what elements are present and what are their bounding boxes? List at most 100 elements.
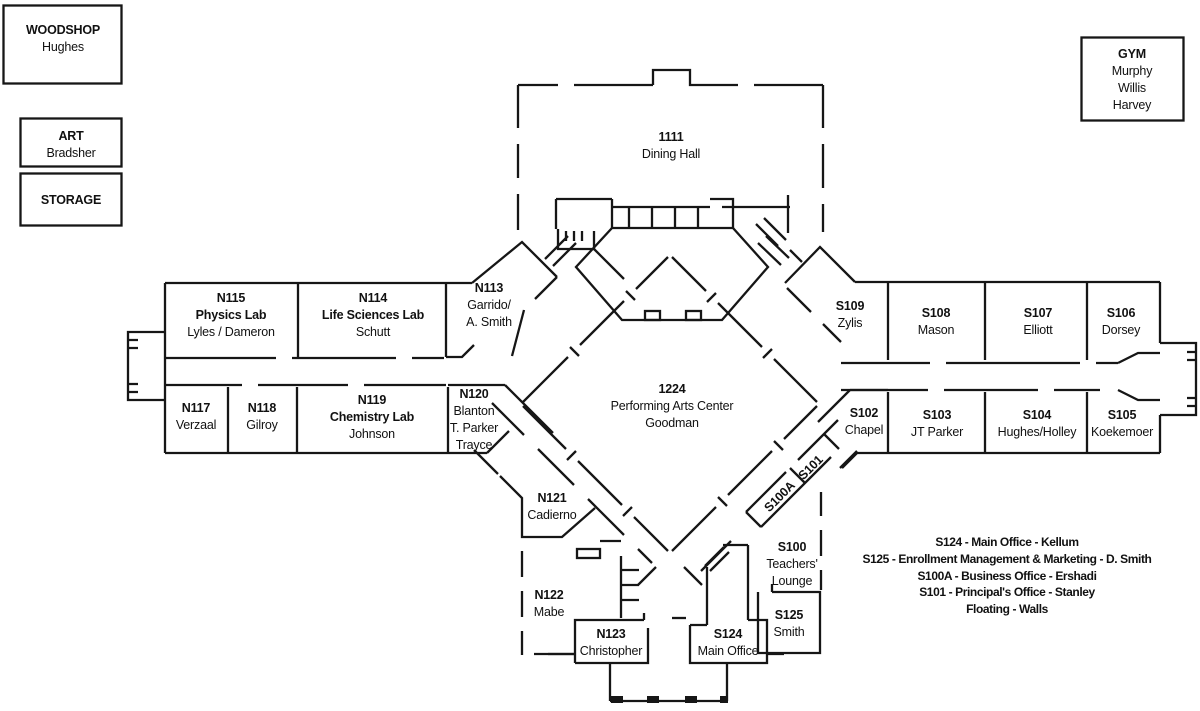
label-n114-line-2: Schutt [355,325,391,339]
label-s101-line-0: S101 [795,452,826,483]
label-gym-line-0: GYM [1118,47,1146,61]
label-performing-arts-center-line-1: Performing Arts Center [610,399,734,413]
label-n120-line-2: T. Parker [449,421,499,435]
label-s104-line-1: Hughes/Holley [997,425,1077,439]
label-gym-line-1: Murphy [1111,64,1153,78]
label-s108-line-1: Mason [917,323,955,337]
label-s109-line-0: S109 [835,299,865,313]
label-n121-line-0: N121 [537,491,567,505]
label-n119-line-1: Chemistry Lab [329,410,415,424]
label-n119-line-2: Johnson [349,427,395,441]
label-storage: STORAGE [41,192,101,209]
label-n115-line-0: N115 [216,291,246,305]
label-s107-line-1: Elliott [1023,323,1053,337]
label-s108-line-0: S108 [921,306,951,320]
label-n119-line-0: N119 [357,393,387,407]
label-performing-arts-center-line-0: 1224 [658,382,686,396]
label-n115-line-2: Lyles / Dameron [187,325,275,339]
label-s106-line-0: S106 [1106,306,1136,320]
entrance-columns [611,696,728,703]
art-box [19,117,123,168]
label-n123-line-1: Christopher [579,644,643,658]
label-art: ART Bradsher [46,128,95,162]
north-wing-walls [126,240,558,455]
label-n123-line-0: N123 [596,627,626,641]
label-legend-line-2: S100A - Business Office - Ershadi [917,568,1097,583]
label-s124-line-0: S124 [713,627,743,641]
label-n121-line-1: Cadierno [527,508,577,522]
label-n114-line-1: Life Sciences Lab [321,308,425,322]
label-n113-line-1: Garrido/ [467,298,511,312]
label-n120-line-1: Blanton [453,404,495,418]
label-s100-line-0: S100 [777,540,807,554]
label-s106-line-1: Dorsey [1101,323,1141,337]
label-n120-line-3: Trayce [455,438,493,452]
label-n122-line-0: N122 [534,588,564,602]
label-s103-line-1: JT Parker [910,425,964,439]
label-s100a-line-0: S100A [761,478,798,515]
label-art-line-0: ART [58,129,84,143]
label-art-line-1: Bradsher [46,146,96,160]
label-legend-line-3: S101 - Principal's Office - Stanley [919,585,1095,600]
label-legend-line-0: S124 - Main Office - Kellum [935,535,1079,549]
label-legend-line-4: Floating - Walls [966,602,1048,617]
south-wing-walls [755,217,1198,469]
storage-box [19,172,123,227]
label-s103: S103 JT Parker [911,407,963,441]
label-woodshop-line-1: Hughes [42,40,84,54]
label-n118-line-1: Gilroy [246,418,278,432]
label-s107-line-0: S107 [1023,306,1053,320]
gym-box [1080,36,1185,122]
label-n122-line-1: Mabe [533,605,565,619]
label-n113-line-2: A. Smith [466,315,512,329]
label-s102-line-1: Chapel [844,423,884,437]
label-n117-line-0: N117 [181,401,211,415]
label-legend-line-1: S125 - Enrollment Management & Marketing… [862,551,1152,566]
pac-stage-walls [574,226,770,322]
label-s125-line-0: S125 [774,608,804,622]
label-n114-line-0: N114 [358,291,388,305]
dining-hall-walls [516,68,825,280]
label-s100-line-1: Teachers' [766,557,818,571]
label-s103-line-0: S103 [922,408,952,422]
label-s101: S101 [795,452,827,484]
label-s104-line-0: S104 [1022,408,1052,422]
label-n120-line-0: N120 [459,387,489,401]
label-s105-line-0: S105 [1107,408,1137,422]
label-s102-line-0: S102 [849,406,879,420]
label-woodshop-line-0: WOODSHOP [25,23,101,37]
label-s105-line-1: Koekemoer [1090,425,1154,439]
outbuilding-boxes [2,4,1185,227]
label-s125-line-1: Smith [773,625,805,639]
southwest-area-walls [473,402,784,703]
label-woodshop: WOODSHOP Hughes [26,22,100,56]
label-n115-line-1: Physics Lab [195,308,267,322]
label-s100-line-2: Lounge [771,574,813,588]
label-performing-arts-center-line-2: Goodman [645,416,699,430]
